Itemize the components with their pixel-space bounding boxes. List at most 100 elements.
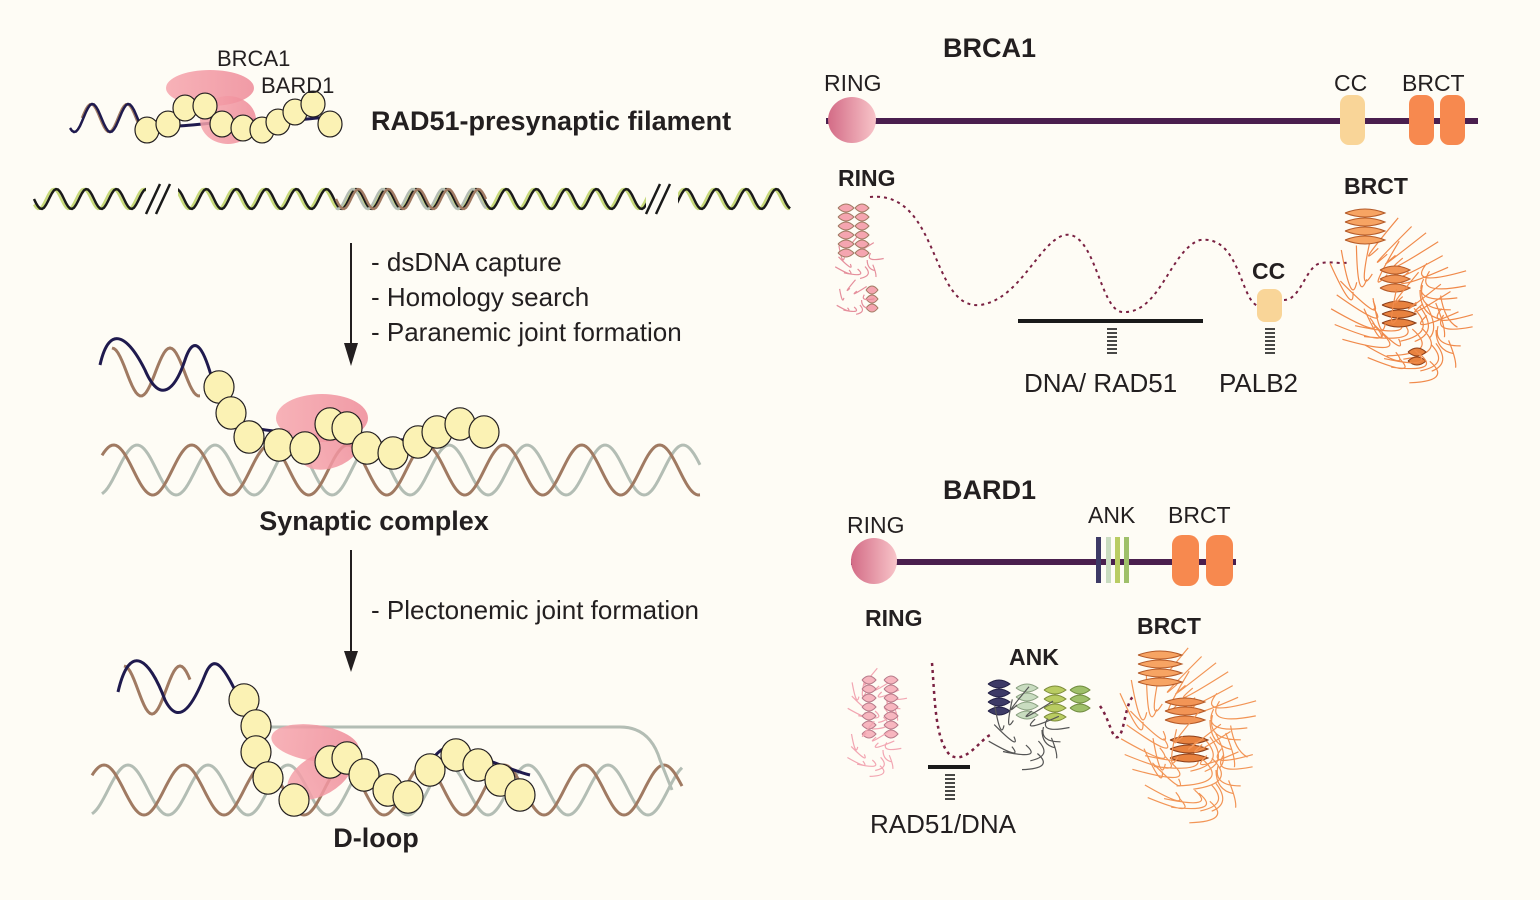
dsdna-strand xyxy=(90,763,684,817)
brca1-brct-structure xyxy=(1329,208,1473,384)
helix-turn xyxy=(861,693,877,703)
helix-turn xyxy=(854,239,870,249)
bard1-linker-dashed-2 xyxy=(1098,693,1136,739)
helix-turn xyxy=(883,720,899,730)
brca1-brct-domain-2 xyxy=(1440,95,1465,145)
helix-turn xyxy=(1344,217,1387,227)
helix-turn xyxy=(854,248,870,258)
dsdna-strand xyxy=(80,102,142,134)
dsdna-strand xyxy=(334,187,488,211)
donor-dsdna xyxy=(32,182,791,216)
brca1-domain-map xyxy=(826,95,1478,145)
bard1-ank-repeat-3 xyxy=(1115,537,1120,583)
helix-turn xyxy=(1015,692,1039,702)
helix-turn xyxy=(1043,685,1067,695)
bard1-label-stage1: BARD1 xyxy=(261,73,334,98)
helix-turn xyxy=(1069,703,1091,713)
helix-turn xyxy=(1379,283,1412,293)
rad51-bead xyxy=(155,110,181,138)
rad51-bead xyxy=(134,116,160,144)
bard1-brct-label: BRCT xyxy=(1168,502,1231,528)
helix-turn xyxy=(1344,208,1387,218)
bard1-ank-structure-label: ANK xyxy=(1009,644,1059,670)
bard1-rad51-dna-label: RAD51/DNA xyxy=(870,809,1017,839)
helix-turn xyxy=(837,212,855,222)
coil-loop xyxy=(836,279,875,315)
rad51-bead xyxy=(289,431,321,465)
helix-turn xyxy=(1043,703,1067,713)
brca1-linker-dashed-2 xyxy=(1283,261,1351,301)
helix-turn xyxy=(1015,701,1039,711)
brca1-ring-structure xyxy=(834,203,884,315)
bard1-ring-label: RING xyxy=(847,512,905,538)
helix-turn xyxy=(837,248,855,258)
rad51-bead xyxy=(317,110,343,138)
helix-turn xyxy=(854,203,870,213)
helix-turn xyxy=(1169,753,1210,763)
rad51-bead xyxy=(414,753,446,787)
rad51-bead xyxy=(392,780,424,814)
synaptic-complex-illustration xyxy=(98,337,702,497)
step1-item-dsdna-capture: - dsDNA capture xyxy=(371,247,562,277)
brca1-ring-domain xyxy=(828,97,876,143)
brca1-linker-dashed xyxy=(869,195,1259,314)
rad51-bead xyxy=(348,758,380,792)
bard1-ring-domain xyxy=(851,538,897,584)
dsdna-strand xyxy=(123,664,192,716)
dsdna-strand xyxy=(100,443,701,497)
stage2-title: Synaptic complex xyxy=(259,506,489,536)
brca1-cc-domain xyxy=(1340,95,1365,145)
coil-loop xyxy=(847,720,902,777)
presynaptic-filament-illustration xyxy=(68,70,343,144)
stage1-title: RAD51-presynaptic filament xyxy=(371,106,731,136)
bard1-binding-marks xyxy=(945,774,955,800)
brca1-palb2-binding-marks xyxy=(1265,328,1275,354)
helix-turn xyxy=(883,675,899,685)
helix-turn xyxy=(837,221,855,231)
break-mark xyxy=(144,183,162,215)
rad51-beads-stage1 xyxy=(134,90,343,144)
d-loop-illustration xyxy=(90,659,684,817)
rad51-bead xyxy=(215,396,247,430)
dsdna-strand xyxy=(111,346,200,398)
brca1-cc-structure xyxy=(1257,289,1282,322)
dsdna-strand xyxy=(101,443,702,497)
helix-turn xyxy=(1043,694,1067,704)
helix-turn xyxy=(987,679,1011,689)
rad51-bead xyxy=(351,431,383,465)
brca1-cc-label: CC xyxy=(1334,70,1367,96)
helix-turn xyxy=(883,684,899,694)
bard1-brct-structure-label: BRCT xyxy=(1137,613,1201,639)
helix-turn xyxy=(837,230,855,240)
ssdna-strand xyxy=(116,659,242,715)
rad51-bead xyxy=(468,415,500,449)
helix-turn xyxy=(837,203,855,213)
helix-turn xyxy=(1137,659,1184,669)
rad51-bead xyxy=(209,110,235,138)
brca1-brct-domain-1 xyxy=(1409,95,1434,145)
brca1-dna-rad51-label: DNA/ RAD51 xyxy=(1024,368,1177,398)
helix-turn xyxy=(865,285,879,295)
helix-turn xyxy=(883,693,899,703)
stage3-title: D-loop xyxy=(333,823,418,853)
brca1-dna-binding-marks xyxy=(1107,328,1117,354)
brca1-brct-label: BRCT xyxy=(1402,70,1465,96)
helix-turn xyxy=(1069,685,1091,695)
bard1-ring-structure-label: RING xyxy=(865,605,923,631)
rad51-bead xyxy=(300,90,326,118)
break-mark xyxy=(154,183,172,215)
helix-turn xyxy=(987,706,1011,716)
helix-turn xyxy=(854,230,870,240)
bard1-brct-domain-1 xyxy=(1172,535,1199,586)
step1-arrow xyxy=(344,243,358,366)
step1-item-paranemic-joint: - Paranemic joint formation xyxy=(371,317,682,347)
helix-turn xyxy=(1137,650,1184,660)
helix-turn xyxy=(861,702,877,712)
helix-turn xyxy=(1164,706,1207,716)
bard1-brct-domain-2 xyxy=(1206,535,1233,586)
helix-turn xyxy=(1379,265,1412,275)
helix-turn xyxy=(1381,309,1418,319)
helix-turn xyxy=(854,212,870,222)
coil-loop xyxy=(1143,711,1253,824)
